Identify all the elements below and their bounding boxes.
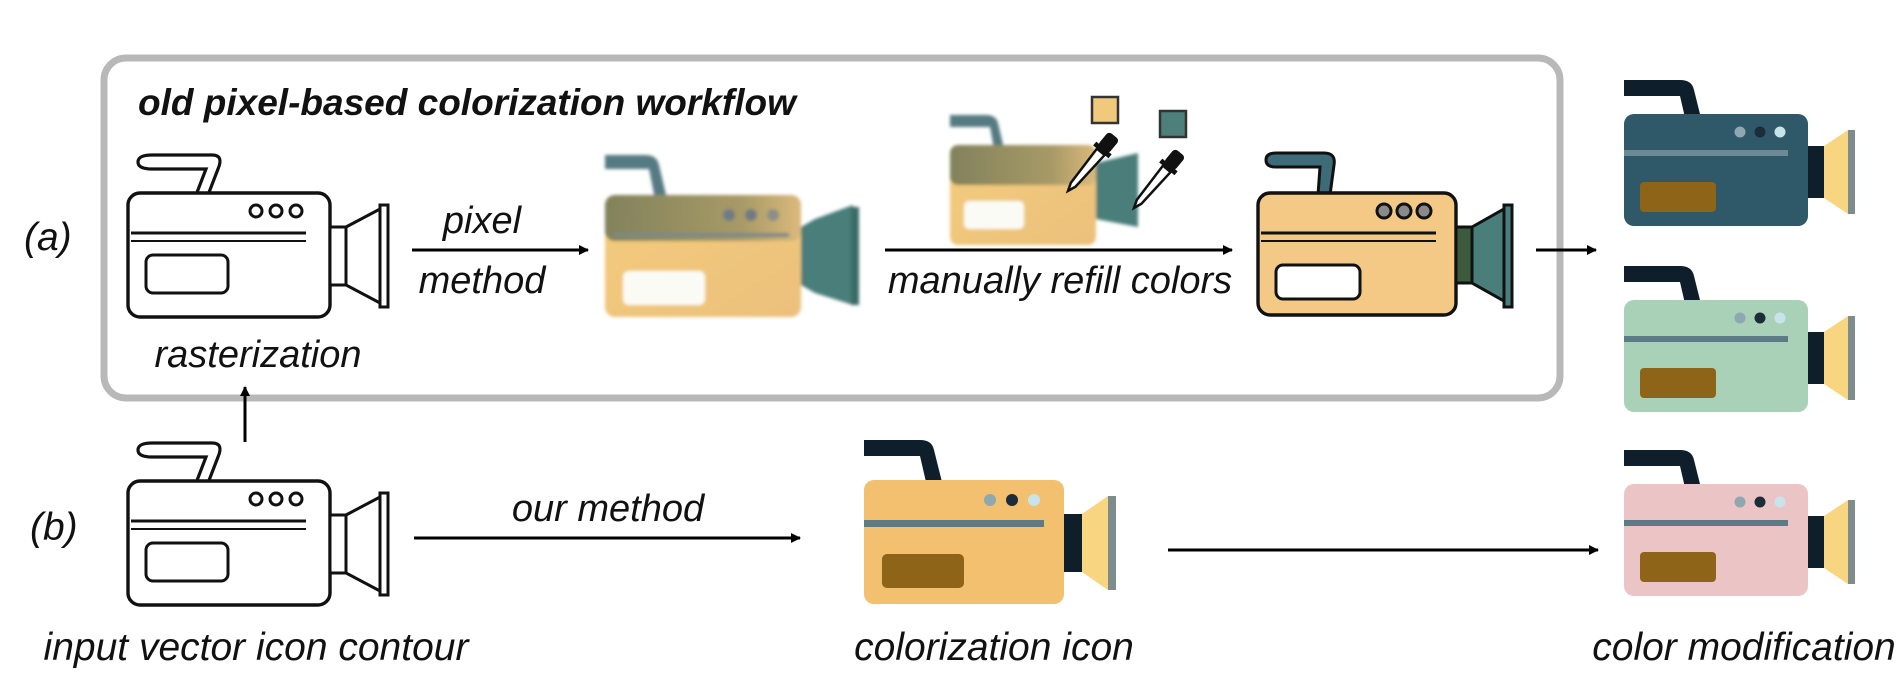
orange-swatch: [1090, 95, 1120, 125]
colorization-icon-label: colorization icon: [854, 626, 1134, 669]
eyedropper-icon: [1131, 149, 1185, 211]
workflow-box: [100, 54, 1564, 402]
pixel-label: pixel: [442, 200, 522, 242]
row-label-b: (b): [30, 506, 78, 549]
refilled-camera-icon: [1256, 151, 1514, 317]
camera-variant-slate-icon: [1624, 80, 1855, 226]
pixel-blurry-camera-icon: [605, 155, 859, 317]
rasterization-label: rasterization: [154, 334, 362, 376]
workflow-title: old pixel-based colorization workflow: [138, 82, 796, 123]
eyedropper-icon: [1065, 132, 1119, 194]
input-contour-label: input vector icon contour: [43, 626, 469, 669]
camera-variant-pink-icon: [1624, 450, 1855, 596]
colorization-camera-icon: [864, 440, 1116, 604]
contour-camera-icon: [126, 153, 390, 319]
input-contour-camera-icon: [126, 441, 390, 607]
eyedropper-preview-icon: [950, 95, 1188, 245]
manual-refill-label: manually refill colors: [887, 260, 1233, 302]
camera-variant-mint-icon: [1624, 266, 1855, 412]
method-label: method: [418, 260, 546, 302]
our-method-label: our method: [511, 488, 705, 530]
row-label-a: (a): [24, 216, 72, 259]
teal-swatch: [1158, 109, 1188, 139]
color-modification-label: color modification: [1592, 626, 1896, 669]
